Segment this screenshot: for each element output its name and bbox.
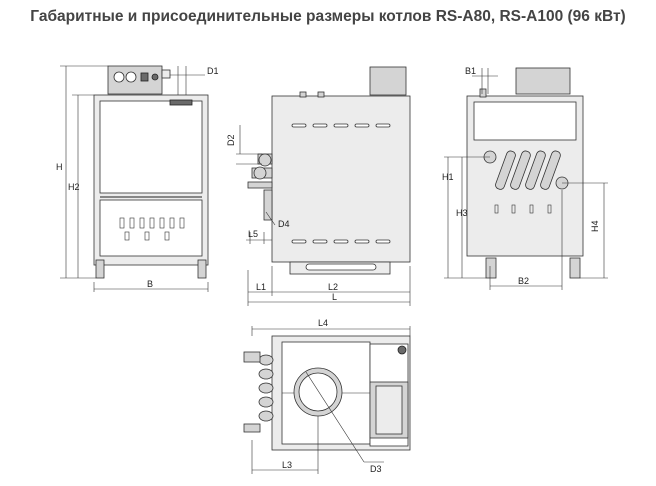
side-view: D2 D4 L5 L1 L2 L	[226, 66, 411, 306]
top-view: L4 L3 D3	[243, 318, 411, 474]
label-B2: B2	[518, 276, 529, 286]
boiler-body-side	[271, 95, 411, 263]
label-L4: L4	[318, 318, 328, 328]
label-D4: D4	[278, 219, 290, 229]
page-title: Габаритные и присоединительные размеры к…	[30, 8, 626, 25]
label-B1: B1	[465, 66, 476, 76]
label-D1: D1	[207, 66, 219, 76]
gauge-icon	[125, 71, 137, 83]
gauge-icon	[113, 71, 125, 83]
switch-icon	[140, 72, 149, 82]
brand-plate	[169, 99, 193, 106]
label-H2: H2	[68, 182, 80, 192]
label-D2: D2	[226, 134, 236, 146]
label-B: B	[147, 279, 153, 289]
label-H3: H3	[456, 208, 468, 218]
label-L: L	[332, 292, 337, 302]
label-L2: L2	[328, 282, 338, 292]
rear-view: B1 H1 H3 H4 B2	[442, 66, 608, 290]
label-H: H	[56, 162, 63, 172]
front-view: H H2 D1 B	[56, 65, 219, 292]
label-L1: L1	[256, 282, 266, 292]
button-icon	[151, 73, 159, 81]
label-D3: D3	[370, 464, 382, 474]
label-H4: H4	[590, 220, 600, 232]
label-L3: L3	[282, 460, 292, 470]
label-L5: L5	[248, 229, 258, 239]
label-H1: H1	[442, 172, 454, 182]
